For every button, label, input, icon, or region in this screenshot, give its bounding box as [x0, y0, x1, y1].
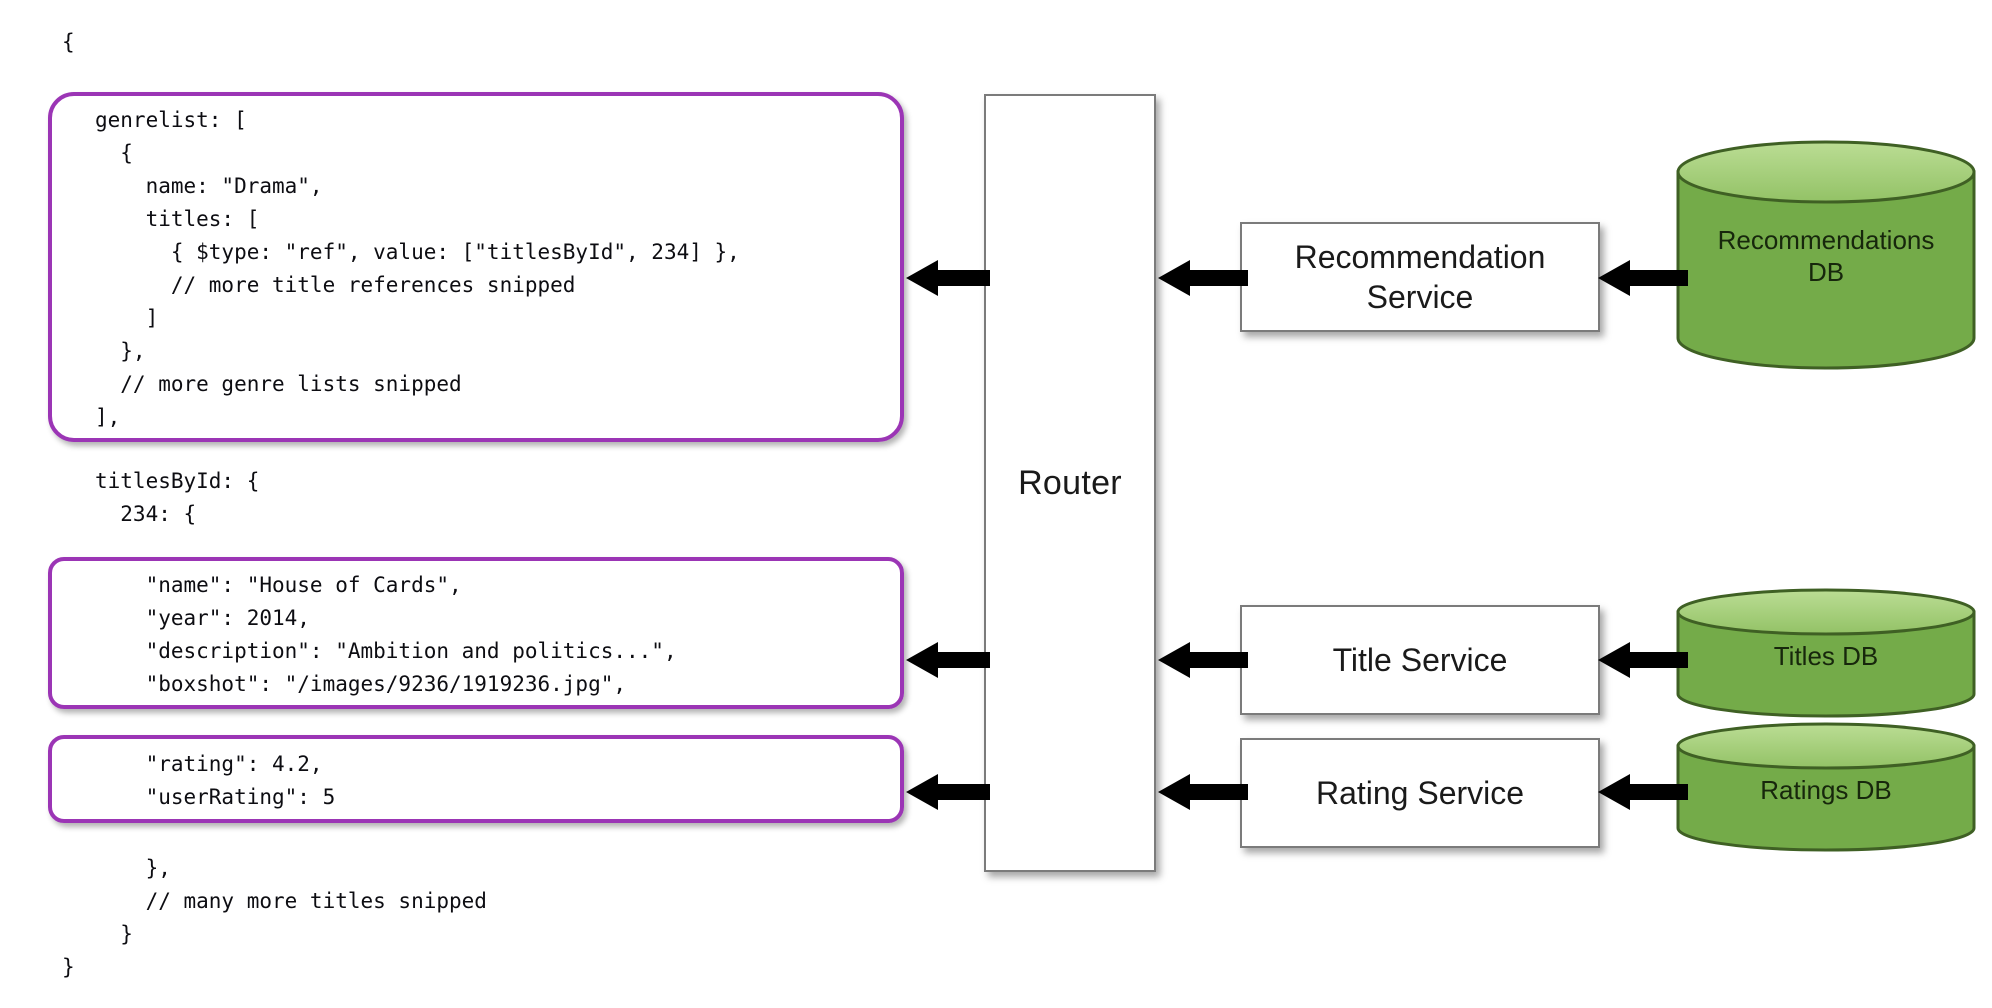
- cylinder-shape-ratings: [1676, 722, 1976, 852]
- service-label-rating: Rating Service: [1315, 775, 1525, 811]
- code-line-genrelist-9: ],: [95, 405, 121, 429]
- service-label-recommendation: Recommendation Service: [1295, 237, 1546, 317]
- database-recommendations[interactable]: Recommendations DB: [1676, 140, 1976, 370]
- router-label: Router: [1018, 463, 1122, 502]
- code-line-genrelist-6: ]: [95, 306, 159, 330]
- database-titles[interactable]: Titles DB: [1676, 588, 1976, 720]
- service-label-recommendation-line2: Service: [1366, 279, 1474, 315]
- code-line-rating-0: "rating": 4.2,: [95, 752, 323, 776]
- service-box-recommendation[interactable]: Recommendation Service: [1240, 222, 1600, 332]
- arrow-router-to-genrelist: [900, 258, 990, 298]
- arrow-ratings-db-to-service: [1592, 772, 1688, 812]
- router-box[interactable]: Router: [984, 94, 1156, 872]
- code-line-genrelist-5: // more title references snipped: [95, 273, 576, 297]
- arrow-recommendation-to-router: [1152, 258, 1248, 298]
- code-line-title-detail-2: "description": "Ambition and politics...…: [95, 639, 677, 663]
- code-line-titlesbyid-1: 234: {: [95, 502, 197, 526]
- json-open-brace: {: [62, 30, 75, 54]
- arrow-router-to-title-detail: [900, 640, 990, 680]
- code-line-closing-3: }: [62, 955, 75, 979]
- highlight-box-genrelist: [48, 92, 904, 442]
- code-line-rating-1: "userRating": 5: [95, 785, 336, 809]
- code-line-titlesbyid-0: titlesById: {: [95, 469, 260, 493]
- code-line-genrelist-8: // more genre lists snipped: [95, 372, 462, 396]
- code-line-closing-1: // many more titles snipped: [95, 889, 487, 913]
- arrow-recommendations-db-to-service: [1592, 258, 1688, 298]
- service-box-rating[interactable]: Rating Service: [1240, 738, 1600, 848]
- arrow-rating-service-to-router: [1152, 772, 1248, 812]
- arrow-titles-db-to-service: [1592, 640, 1688, 680]
- code-line-title-detail-3: "boxshot": "/images/9236/1919236.jpg",: [95, 672, 627, 696]
- arrow-router-to-rating: [900, 772, 990, 812]
- service-label-title: Title Service: [1332, 642, 1508, 678]
- highlight-box-rating: [48, 735, 904, 823]
- cylinder-shape-titles: [1676, 588, 1976, 718]
- code-line-genrelist-1: {: [95, 141, 133, 165]
- code-line-genrelist-7: },: [95, 339, 146, 363]
- code-line-genrelist-3: titles: [: [95, 207, 260, 231]
- code-line-title-detail-0: "name": "House of Cards",: [95, 573, 462, 597]
- cylinder-shape-recommendations: [1676, 140, 1976, 370]
- code-line-genrelist-0: genrelist: [: [95, 108, 247, 132]
- service-box-title[interactable]: Title Service: [1240, 605, 1600, 715]
- database-ratings[interactable]: Ratings DB: [1676, 722, 1976, 854]
- code-line-title-detail-1: "year": 2014,: [95, 606, 310, 630]
- json-model-code: { genrelist: [ { name: "Drama", titles: …: [0, 0, 960, 1008]
- code-line-genrelist-4: { $type: "ref", value: ["titlesById", 23…: [95, 240, 740, 264]
- arrow-title-service-to-router: [1152, 640, 1248, 680]
- service-label-recommendation-line1: Recommendation: [1294, 239, 1546, 275]
- highlight-box-title-detail: [48, 557, 904, 709]
- code-line-genrelist-2: name: "Drama",: [95, 174, 323, 198]
- code-line-closing-0: },: [95, 856, 171, 880]
- code-line-closing-2: }: [95, 922, 133, 946]
